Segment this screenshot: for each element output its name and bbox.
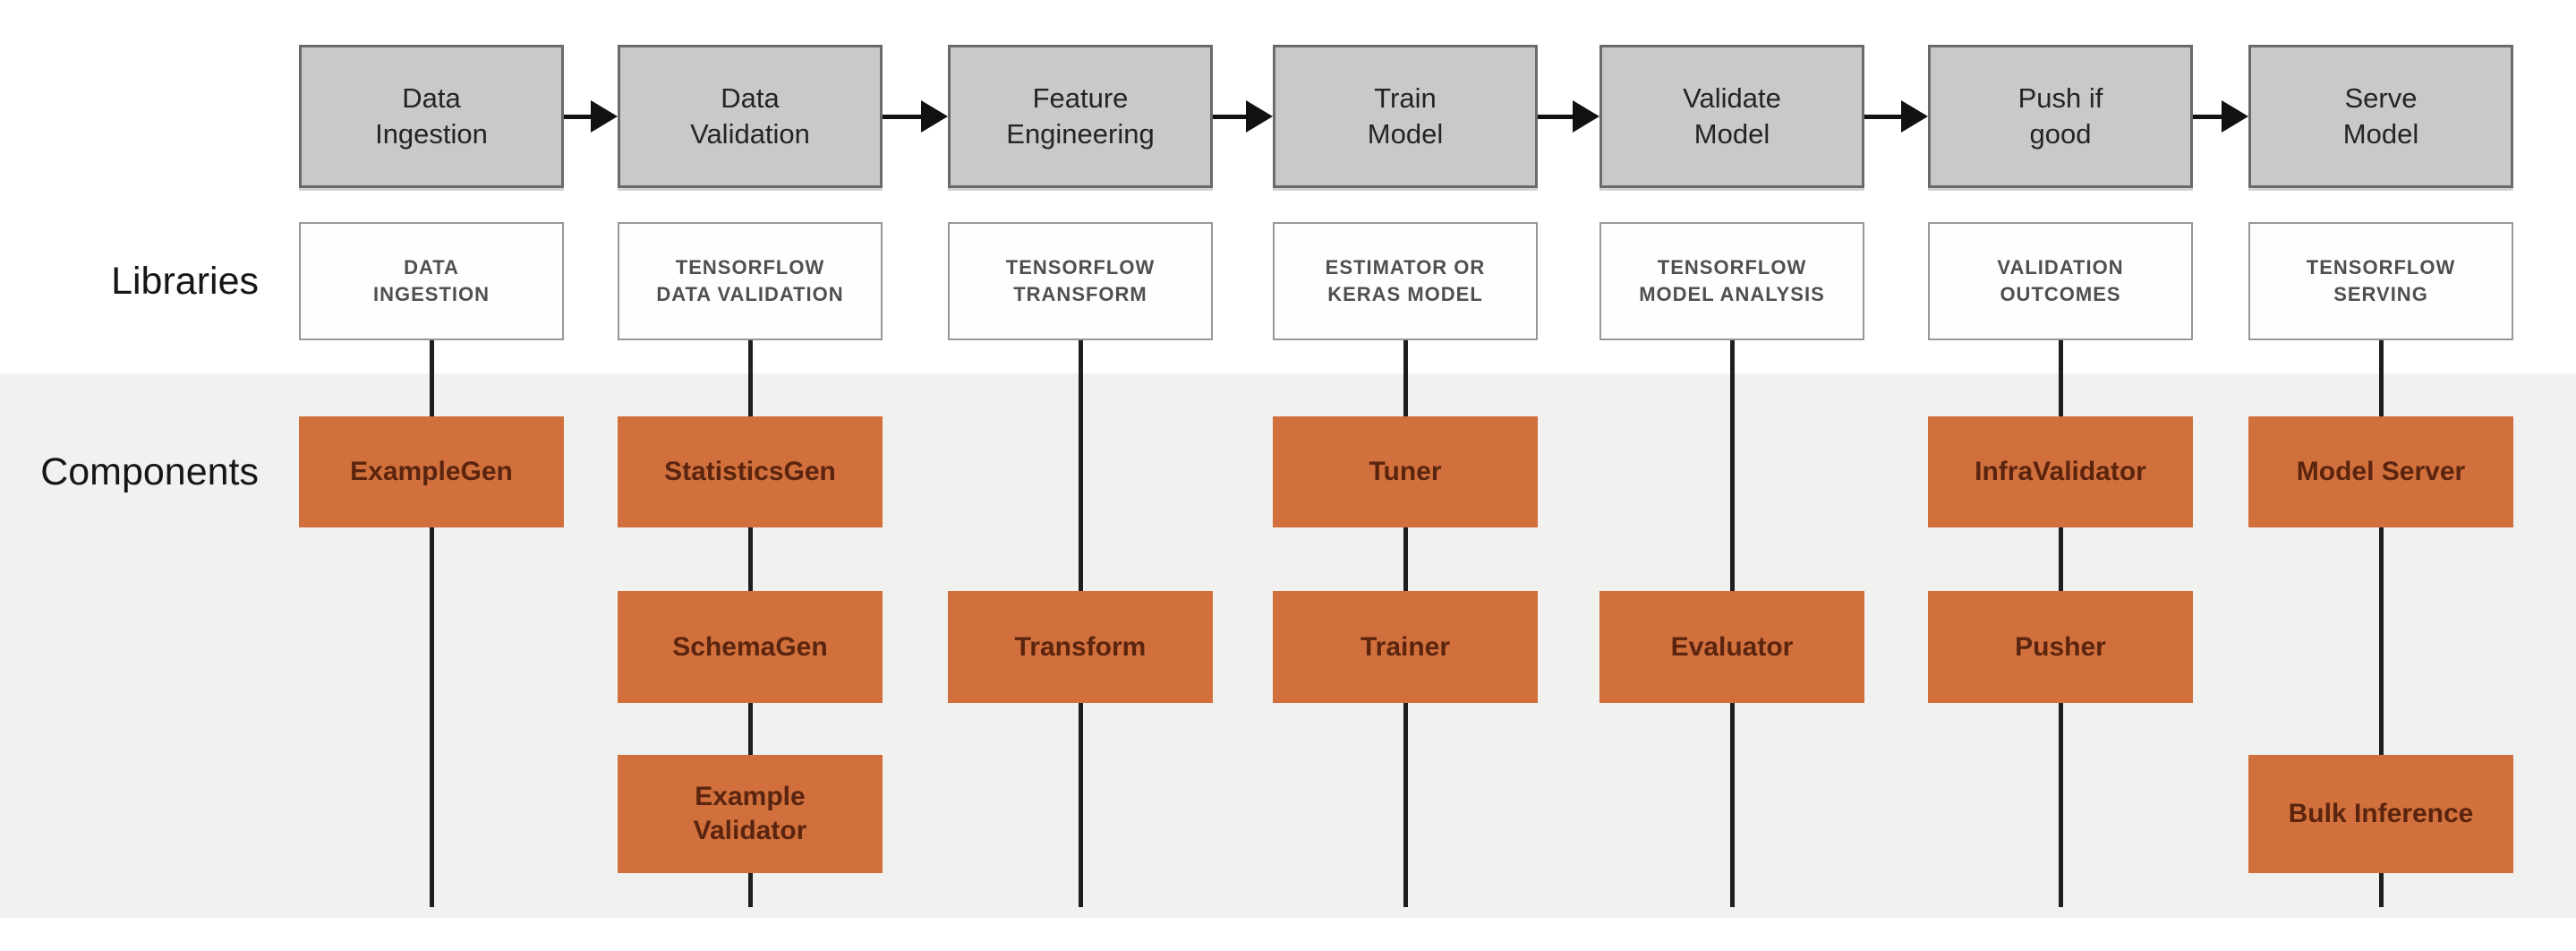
- stage-label-line: Data: [721, 82, 780, 114]
- library-label-line: TENSORFLOW: [1657, 256, 1807, 278]
- library-box-estimator-or-keras-model: ESTIMATOR OR KERAS MODEL: [1273, 222, 1538, 340]
- stage-label-line: Ingestion: [375, 118, 488, 150]
- component-box-statisticsgen: StatisticsGen: [618, 416, 883, 527]
- component-box-bulk-inference: Bulk Inference: [2248, 755, 2513, 873]
- component-label-line: Pusher: [2015, 631, 2106, 662]
- component-label-line: InfraValidator: [1975, 457, 2146, 486]
- component-box-pusher: Pusher: [1928, 591, 2193, 703]
- arrow-head-icon: [1246, 100, 1273, 133]
- stage-label-line: Model: [1367, 118, 1444, 150]
- stage-label-line: Validation: [690, 118, 810, 150]
- stage-label-line: Validate: [1683, 82, 1781, 114]
- stage-label-line: Serve: [2344, 82, 2418, 114]
- arrow-head-icon: [591, 100, 618, 133]
- stage-label-line: Feature: [1032, 82, 1129, 114]
- library-label-line: ESTIMATOR OR: [1325, 256, 1486, 278]
- library-label-line: INGESTION: [372, 283, 490, 305]
- component-box-model-server: Model Server: [2248, 416, 2513, 527]
- component-box-evaluator: Evaluator: [1599, 591, 1864, 703]
- component-label-line: Example: [695, 782, 806, 811]
- arrow-head-icon: [1573, 100, 1599, 133]
- library-label-line: SERVING: [2333, 283, 2428, 305]
- arrow-shaft: [564, 115, 593, 119]
- component-box-tuner: Tuner: [1273, 416, 1538, 527]
- stage-box-train-model: Train Model: [1273, 45, 1538, 188]
- library-box-tensorflow-model-analysis: TENSORFLOW MODEL ANALYSIS: [1599, 222, 1864, 340]
- stage-label-line: Push if: [2017, 82, 2103, 114]
- arrow-head-icon: [1901, 100, 1928, 133]
- arrow-shaft: [1864, 115, 1903, 119]
- library-label-line: TENSORFLOW: [675, 256, 825, 278]
- component-box-examplegen: ExampleGen: [299, 416, 564, 527]
- library-label-line: MODEL ANALYSIS: [1639, 283, 1825, 305]
- component-label-line: Evaluator: [1670, 631, 1794, 662]
- stage-box-serve-model: Serve Model: [2248, 45, 2513, 188]
- library-label-line: VALIDATION: [1997, 256, 2124, 278]
- stage-label-line: Data: [402, 82, 461, 114]
- flow-arrow-4: [1538, 100, 1599, 133]
- component-label-line: Trainer: [1360, 631, 1451, 662]
- flow-arrow-6: [2193, 100, 2248, 133]
- stage-box-push-if-good: Push if good: [1928, 45, 2193, 188]
- libraries-label: Libraries: [111, 260, 259, 303]
- arrow-head-icon: [921, 100, 948, 133]
- component-label-line: ExampleGen: [350, 457, 513, 486]
- stage-label-line: Model: [2342, 118, 2419, 150]
- library-box-tensorflow-serving: TENSORFLOW SERVING: [2248, 222, 2513, 340]
- flow-arrow-2: [883, 100, 948, 133]
- arrow-shaft: [883, 115, 923, 119]
- stage-box-feature-engineering: Feature Engineering: [948, 45, 1213, 188]
- flow-arrow-3: [1213, 100, 1273, 133]
- component-label-line: Validator: [693, 816, 807, 845]
- library-label-line: DATA: [404, 256, 459, 278]
- library-box-tensorflow-data-validation: TENSORFLOW DATA VALIDATION: [618, 222, 883, 340]
- library-label-line: TENSORFLOW: [1005, 256, 1156, 278]
- stage-box-data-validation: Data Validation: [618, 45, 883, 188]
- connector-line-data-ingestion: [430, 340, 434, 907]
- component-box-infravalidator: InfraValidator: [1928, 416, 2193, 527]
- component-label-line: SchemaGen: [672, 631, 828, 662]
- component-label-line: Bulk Inference: [2288, 799, 2474, 828]
- stage-label-line: Engineering: [1006, 118, 1155, 150]
- component-label-line: Tuner: [1369, 457, 1442, 486]
- library-box-validation-outcomes: VALIDATION OUTCOMES: [1928, 222, 2193, 340]
- component-box-schemagen: SchemaGen: [618, 591, 883, 703]
- component-label-line: Model Server: [2296, 457, 2466, 486]
- library-label-line: TENSORFLOW: [2306, 256, 2456, 278]
- connector-line-serve-model: [2379, 340, 2384, 907]
- library-label-line: TRANSFORM: [1013, 283, 1147, 305]
- component-box-transform: Transform: [948, 591, 1213, 703]
- component-box-trainer: Trainer: [1273, 591, 1538, 703]
- components-label: Components: [40, 450, 259, 493]
- component-label-line: StatisticsGen: [664, 457, 836, 486]
- library-box-data-ingestion: DATA INGESTION: [299, 222, 564, 340]
- stage-label-line: Model: [1693, 118, 1770, 150]
- arrow-shaft: [1538, 115, 1574, 119]
- library-label-line: OUTCOMES: [2000, 283, 2121, 305]
- stage-label-line: good: [2029, 118, 2092, 150]
- arrow-shaft: [1213, 115, 1248, 119]
- flow-arrow-1: [564, 100, 618, 133]
- library-box-tensorflow-transform: TENSORFLOW TRANSFORM: [948, 222, 1213, 340]
- arrow-head-icon: [2222, 100, 2248, 133]
- component-box-example-validator: Example Validator: [618, 755, 883, 873]
- arrow-shaft: [2193, 115, 2223, 119]
- stage-box-validate-model: Validate Model: [1599, 45, 1864, 188]
- component-label-line: Transform: [1014, 631, 1147, 662]
- library-label-line: KERAS MODEL: [1327, 283, 1483, 305]
- stage-box-data-ingestion: Data Ingestion: [299, 45, 564, 188]
- flow-arrow-5: [1864, 100, 1928, 133]
- library-label-line: DATA VALIDATION: [656, 283, 844, 305]
- stage-label-line: Train: [1374, 82, 1437, 114]
